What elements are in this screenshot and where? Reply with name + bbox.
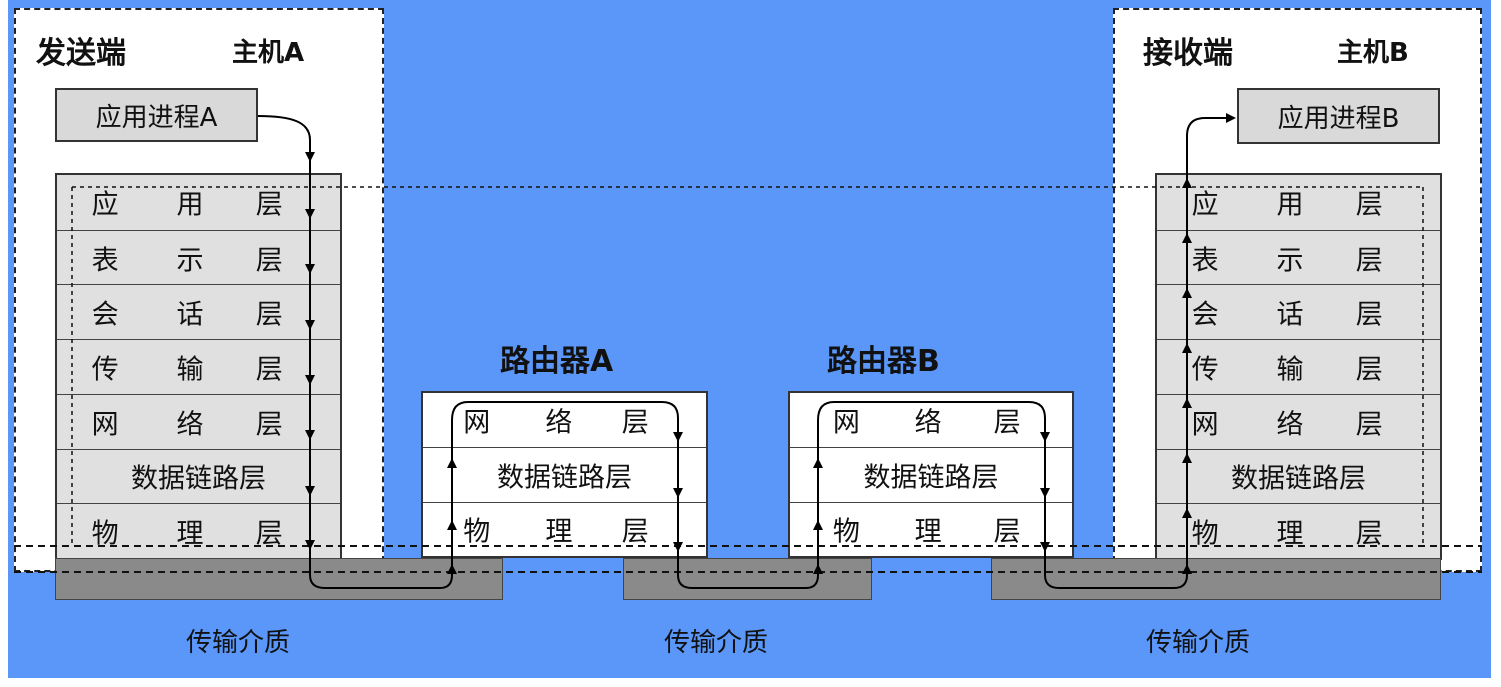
- layer-row: 物理层: [1157, 503, 1440, 558]
- layer-label-char: 应: [1191, 189, 1219, 221]
- layer-row: 数据链路层: [1157, 448, 1440, 504]
- layer-label-char: 用: [176, 189, 204, 221]
- host-b-role: 接收端: [1143, 36, 1233, 71]
- medium-label-1: 传输介质: [186, 628, 291, 658]
- layer-label-char: 理: [1276, 518, 1304, 550]
- layer-row: 网络层: [1157, 393, 1440, 449]
- layer-label-char: 层: [255, 299, 283, 331]
- layer-label-char: 理: [176, 518, 204, 550]
- layer-row: 网络层: [57, 393, 340, 449]
- layer-label-char: 物: [832, 516, 860, 548]
- layer-label-char: 传: [1191, 354, 1219, 386]
- layer-label-char: 层: [1355, 354, 1383, 386]
- router-b-stack: 网络层数据链路层物理层: [788, 391, 1074, 558]
- medium-label-3: 传输介质: [1146, 628, 1251, 658]
- layer-label-char: 表: [91, 245, 119, 277]
- layer-label-char: 层: [1355, 518, 1383, 550]
- layer-label-char: 物: [91, 518, 119, 550]
- host-a-name: 主机A: [232, 38, 305, 68]
- layer-row: 传输层: [57, 339, 340, 394]
- layer-label-char: 用: [1276, 189, 1304, 221]
- host-b-process: 应用进程B: [1237, 88, 1440, 144]
- layer-label: 数据链路层: [1231, 463, 1366, 495]
- host-b-stack: 应用层表示层会话层传输层网络层数据链路层物理层: [1155, 173, 1442, 560]
- layer-label: 数据链路层: [863, 462, 999, 494]
- layer-label-char: 应: [91, 189, 119, 221]
- layer-row: 网络层: [423, 393, 706, 447]
- host-a-stack: 应用层表示层会话层传输层网络层数据链路层物理层: [55, 173, 342, 560]
- layer-label-char: 络: [914, 407, 942, 439]
- layer-label-char: 输: [176, 354, 204, 386]
- layer-label-char: 网: [91, 409, 119, 441]
- layer-row: 物理层: [423, 501, 706, 556]
- layer-label-char: 络: [176, 409, 204, 441]
- layer-label-char: 络: [545, 407, 573, 439]
- layer-row: 应用层: [1157, 175, 1440, 230]
- layer-label-char: 层: [1355, 245, 1383, 277]
- layer-label-char: 示: [1276, 245, 1304, 277]
- layer-label-char: 示: [176, 245, 204, 277]
- layer-row: 数据链路层: [790, 447, 1072, 501]
- layer-label-char: 会: [91, 299, 119, 331]
- layer-row: 数据链路层: [57, 448, 340, 504]
- layer-row: 表示层: [57, 229, 340, 285]
- router-a-stack: 网络层数据链路层物理层: [421, 391, 708, 558]
- host-b-name: 主机B: [1337, 38, 1409, 68]
- layer-row: 表示层: [1157, 229, 1440, 285]
- layer-label-char: 层: [255, 245, 283, 277]
- router-a-title: 路由器A: [500, 344, 614, 379]
- medium-3: [991, 558, 1441, 600]
- router-b-title: 路由器B: [827, 344, 940, 379]
- layer-label-char: 层: [621, 516, 649, 548]
- layer-label-char: 层: [255, 189, 283, 221]
- medium-label-2: 传输介质: [664, 628, 769, 658]
- layer-label-char: 网: [1191, 409, 1219, 441]
- layer-row: 物理层: [57, 503, 340, 558]
- layer-row: 物理层: [790, 501, 1072, 556]
- host-a-process: 应用进程A: [55, 88, 258, 142]
- layer-label-char: 物: [463, 516, 491, 548]
- medium-1: [55, 558, 503, 600]
- layer-label-char: 表: [1191, 245, 1219, 277]
- host-a-role: 发送端: [36, 36, 126, 71]
- layer-label-char: 物: [1191, 518, 1219, 550]
- layer-label-char: 理: [545, 516, 573, 548]
- layer-label-char: 层: [993, 407, 1021, 439]
- layer-label: 数据链路层: [131, 463, 266, 495]
- layer-label-char: 层: [255, 518, 283, 550]
- layer-row: 网络层: [790, 393, 1072, 447]
- layer-row: 应用层: [57, 175, 340, 230]
- layer-label-char: 层: [255, 354, 283, 386]
- layer-label-char: 层: [1355, 409, 1383, 441]
- layer-label-char: 话: [1276, 299, 1304, 331]
- layer-label-char: 话: [176, 299, 204, 331]
- layer-row: 会话层: [57, 284, 340, 339]
- layer-label-char: 网: [832, 407, 860, 439]
- layer-label-char: 输: [1276, 354, 1304, 386]
- medium-2: [623, 558, 872, 600]
- layer-label-char: 层: [1355, 189, 1383, 221]
- layer-label-char: 传: [91, 354, 119, 386]
- layer-row: 传输层: [1157, 339, 1440, 394]
- layer-label-char: 络: [1276, 409, 1304, 441]
- layer-label-char: 层: [255, 409, 283, 441]
- layer-row: 数据链路层: [423, 447, 706, 501]
- layer-label-char: 理: [914, 516, 942, 548]
- layer-row: 会话层: [1157, 284, 1440, 339]
- layer-label-char: 会: [1191, 299, 1219, 331]
- layer-label-char: 层: [1355, 299, 1383, 331]
- layer-label-char: 层: [621, 407, 649, 439]
- layer-label-char: 层: [993, 516, 1021, 548]
- layer-label: 数据链路层: [497, 462, 632, 494]
- layer-label-char: 网: [463, 407, 491, 439]
